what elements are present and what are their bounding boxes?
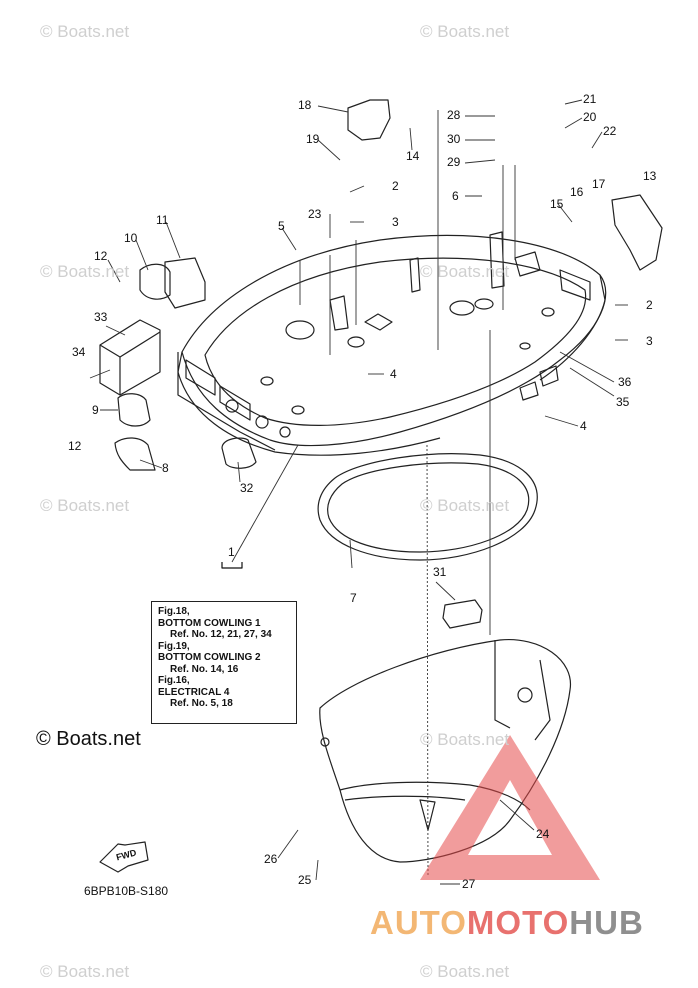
callout-10: 10: [124, 231, 138, 245]
watermark: © Boats.net: [420, 22, 510, 41]
callout-30: 30: [447, 132, 461, 146]
reference-line: Ref. No. 14, 16: [170, 663, 239, 675]
callout-25: 25: [298, 873, 312, 887]
callout-2: 2: [392, 179, 399, 193]
copyright-text: © Boats.net: [36, 728, 141, 750]
callout-8: 8: [162, 461, 169, 475]
figure-code: 6BPB10B-S180: [84, 884, 169, 898]
callout-2: 2: [646, 298, 653, 312]
callout-15: 15: [550, 197, 564, 211]
brand-part-1: AUTO: [370, 904, 467, 941]
brand-part-3: HUB: [569, 904, 644, 941]
watermark: © Boats.net: [40, 262, 130, 281]
watermark: © Boats.net: [40, 22, 130, 41]
callout-36: 36: [618, 375, 632, 389]
watermark: © Boats.net: [40, 962, 130, 981]
callout-13: 13: [643, 169, 657, 183]
callout-9: 9: [92, 403, 99, 417]
callout-16: 16: [570, 185, 584, 199]
watermark: © Boats.net: [420, 730, 510, 749]
watermark: © Boats.net: [420, 262, 510, 281]
callout-11: 11: [156, 213, 169, 227]
callout-22: 22: [603, 124, 617, 138]
callout-24: 24: [536, 827, 550, 841]
reference-line: Fig.19,: [158, 640, 190, 652]
reference-line: Ref. No. 5, 18: [170, 698, 233, 709]
callout-20: 20: [583, 110, 597, 124]
callout-19: 19: [306, 132, 320, 146]
reference-line: Fig.18,: [158, 606, 190, 617]
watermark: © Boats.net: [420, 962, 510, 981]
callout-5: 5: [278, 219, 285, 233]
callout-1: 1: [228, 545, 235, 559]
callout-4: 4: [580, 419, 587, 433]
callout-12: 12: [94, 249, 108, 263]
callout-3: 3: [392, 215, 399, 229]
bottom-cowling-shell: [181, 234, 607, 447]
callout-35: 35: [616, 395, 630, 409]
callout-6: 6: [452, 189, 459, 203]
reference-line: BOTTOM COWLING 2: [158, 652, 261, 663]
callout-14: 14: [406, 149, 420, 163]
callout-23: 23: [308, 207, 322, 221]
reference-line: Ref. No. 12, 21, 27, 34: [170, 629, 272, 640]
reference-line: BOTTOM COWLING 1: [158, 617, 261, 629]
callout-4: 4: [390, 367, 397, 381]
callout-34: 34: [72, 345, 86, 359]
callout-18: 18: [298, 98, 312, 112]
reference-line: Fig.16,: [158, 675, 190, 686]
callout-33: 33: [94, 310, 108, 324]
callout-7: 7: [350, 591, 357, 605]
callout-17: 17: [592, 177, 606, 191]
brand-logo: AUTOMOTOHUB: [370, 904, 644, 942]
watermark: © Boats.net: [420, 496, 510, 515]
watermark: © Boats.net: [40, 496, 130, 515]
callout-29: 29: [447, 155, 461, 169]
fwd-arrow: [99, 841, 149, 873]
callout-21: 21: [583, 92, 597, 106]
reference-line: ELECTRICAL 4: [158, 686, 230, 698]
callout-28: 28: [447, 108, 461, 122]
callout-32: 32: [240, 481, 254, 495]
callout-31: 31: [433, 565, 447, 579]
callout-3: 3: [646, 334, 653, 348]
callout-12: 12: [68, 439, 82, 453]
brand-part-2: MOTO: [466, 904, 570, 941]
callout-26: 26: [264, 852, 278, 866]
callout-27: 27: [462, 877, 476, 891]
seal-7-outline: [317, 453, 538, 561]
brand-triangle: [420, 735, 600, 880]
